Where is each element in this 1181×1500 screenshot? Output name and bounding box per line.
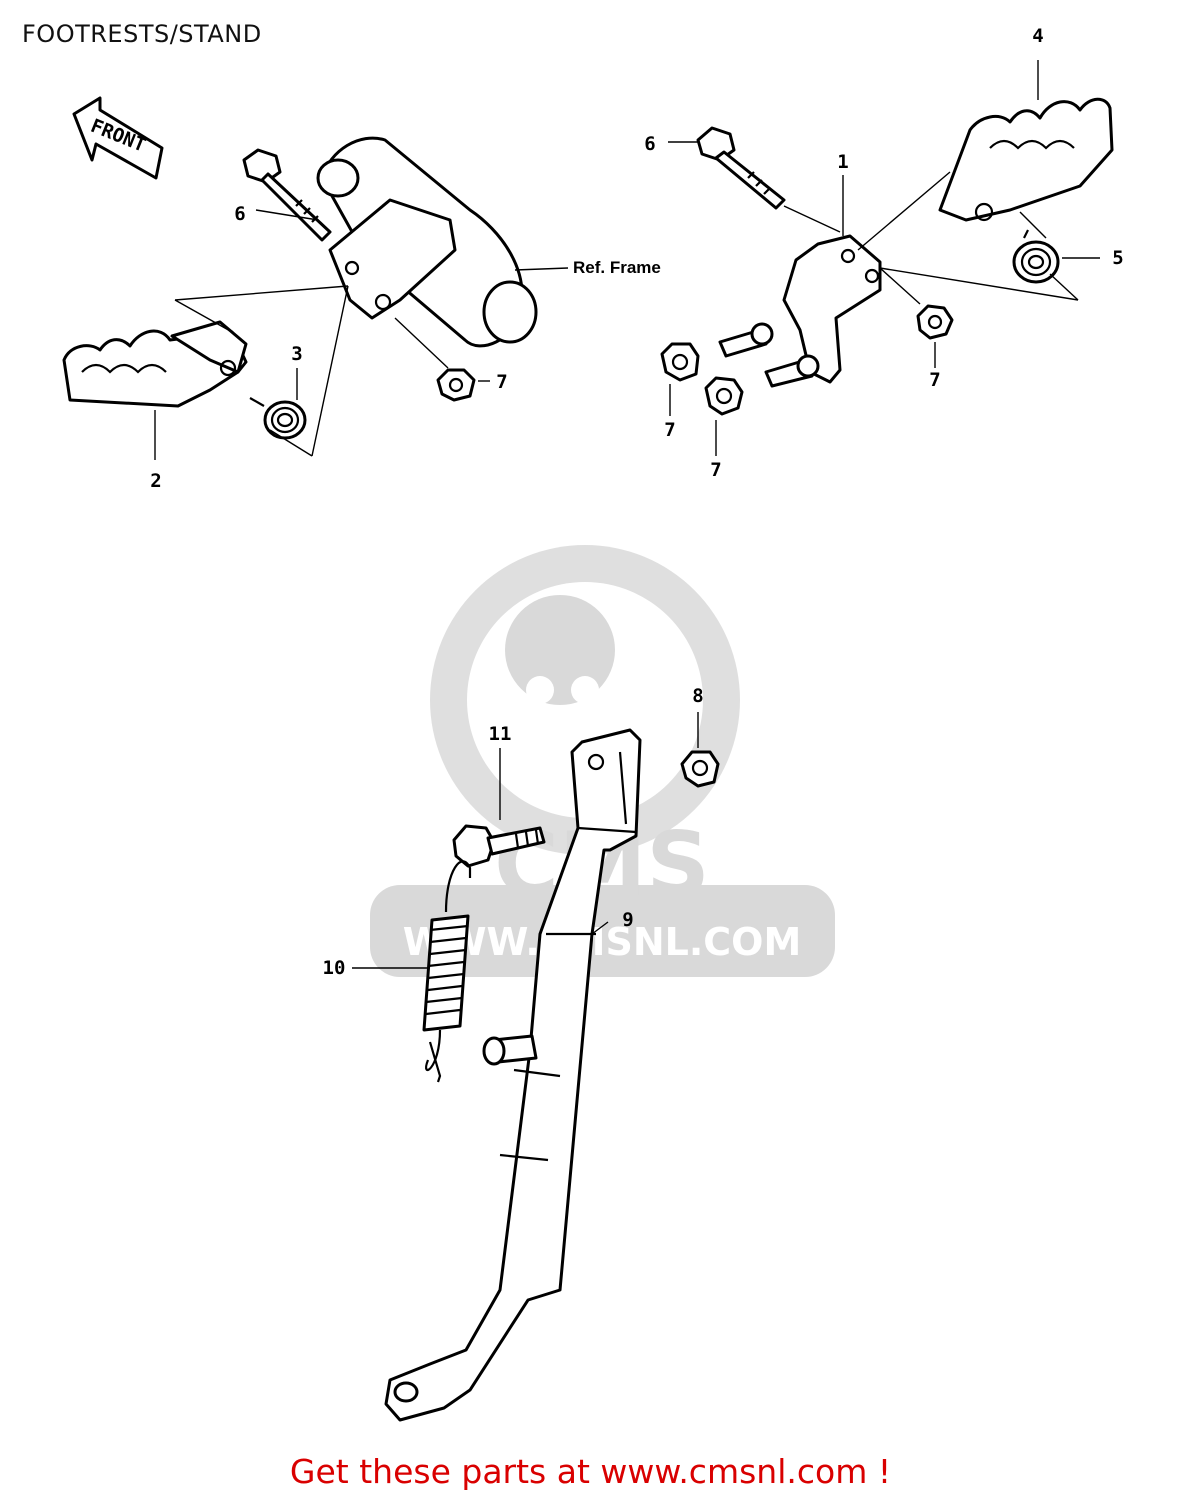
callout-7-right-bottom: 7: [710, 459, 721, 481]
left-footrest-clevis: [328, 198, 457, 320]
callout-10: 10: [323, 957, 346, 979]
right-footrest-assembly: [660, 60, 1114, 456]
left-nut: [436, 368, 476, 402]
side-stand: [384, 728, 642, 1422]
callout-5: 5: [1112, 247, 1123, 269]
callout-6-left: 6: [234, 203, 245, 225]
stand-spring: [422, 860, 472, 1083]
callout-11: 11: [489, 723, 512, 745]
side-stand-assembly: [352, 712, 720, 1422]
left-mount-bolt: [242, 148, 332, 242]
callout-4: 4: [1032, 25, 1043, 47]
right-footpeg: [938, 97, 1114, 222]
stand-nut: [680, 750, 720, 788]
callout-7-left: 7: [496, 371, 507, 393]
left-footpeg-spring: [249, 397, 307, 440]
callout-1: 1: [837, 151, 848, 173]
callout-2: 2: [150, 470, 161, 492]
left-footrest-assembly: [62, 136, 569, 460]
frame-tube-top: [316, 158, 360, 198]
right-nut-bottom: [704, 376, 744, 416]
frame-tube-end: [482, 280, 538, 344]
page-title: FOOTRESTS/STAND: [22, 20, 262, 48]
callout-7-right-left: 7: [664, 419, 675, 441]
ref-frame-label: Ref. Frame: [573, 258, 661, 277]
callout-7-right-upper: 7: [929, 369, 940, 391]
callout-9: 9: [622, 909, 633, 931]
cms-watermark: CMS WWW.CMSNL.COM: [370, 545, 835, 977]
right-footrest-bracket: [782, 234, 882, 384]
spring-anchor-pin: [482, 1034, 538, 1066]
right-mount-bolt: [696, 126, 786, 210]
callout-3: 3: [291, 343, 302, 365]
front-direction-arrow: FRONT: [72, 96, 164, 180]
footer-link[interactable]: Get these parts at www.cmsnl.com !: [289, 1452, 892, 1491]
callout-8: 8: [692, 685, 703, 707]
right-footpeg-spring: [1012, 229, 1060, 284]
right-studs: [718, 322, 820, 388]
right-nut-upper: [916, 304, 954, 340]
callout-6-right: 6: [644, 133, 655, 155]
footer-cta[interactable]: Get these parts at www.cmsnl.com !: [0, 1452, 1181, 1491]
left-footpeg: [62, 320, 248, 408]
right-nut-left: [660, 342, 700, 382]
stand-pivot-bolt: [452, 824, 546, 868]
